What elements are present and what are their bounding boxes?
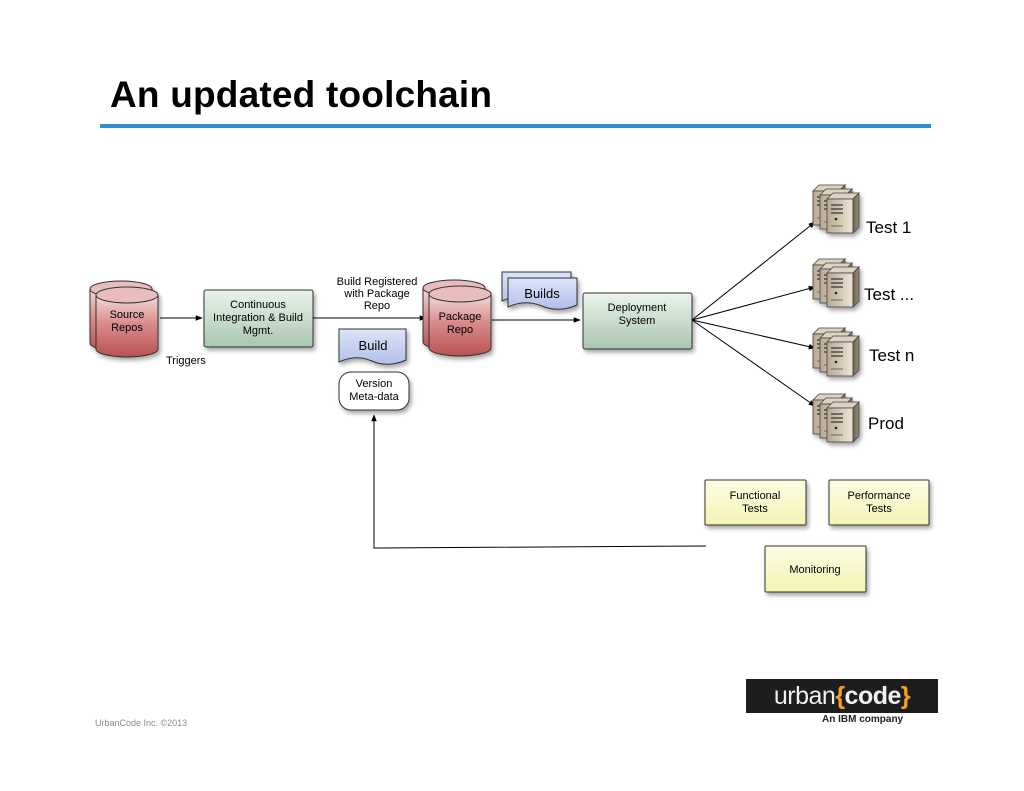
logo-word-code: code <box>844 681 902 710</box>
source-repos-label-1: Source <box>110 309 145 321</box>
logo-tagline: An IBM company <box>822 714 904 725</box>
title-rule <box>100 124 931 128</box>
ci-build-label-2: Integration & Build <box>213 312 303 324</box>
build-document <box>338 328 407 365</box>
logo-brace-open: { <box>835 681 845 710</box>
edge-deploy-to-prod <box>691 319 816 407</box>
package-repo-label-1: Package <box>439 311 482 323</box>
logo-word-urban: urban <box>773 681 836 710</box>
slide-title: An updated toolchain <box>110 74 493 115</box>
edge-feedback-to-metadata <box>371 414 707 549</box>
env-test-more-label: Test ... <box>864 285 914 304</box>
deployment-label-1: Deployment <box>608 302 667 314</box>
functional-tests-label-2: Tests <box>742 503 768 515</box>
monitoring-node <box>764 545 867 593</box>
server-stack-test-more-icon <box>813 259 859 307</box>
edge-deploy-to-testn <box>691 319 816 350</box>
urbancode-logo: urban{code} <box>746 679 938 713</box>
version-metadata-label-1: Version <box>356 378 393 390</box>
edge-triggers-label: Triggers <box>166 355 206 367</box>
edge-deploy-to-test-more <box>691 285 816 321</box>
builds-document <box>501 271 578 310</box>
server-stack-test1-icon <box>813 185 859 233</box>
server-stack-prod-icon <box>813 394 859 442</box>
build-document-label: Build <box>359 338 388 353</box>
functional-tests-label-1: Functional <box>730 490 781 502</box>
server-stack-testn-icon <box>813 328 859 376</box>
deployment-node <box>582 292 693 350</box>
package-repo-label-2: Repo <box>447 324 473 336</box>
ci-build-label-3: Mgmt. <box>243 325 274 337</box>
monitoring-label: Monitoring <box>789 564 840 576</box>
env-test1-label: Test 1 <box>866 218 911 237</box>
edge-deploy-to-test1 <box>691 221 816 321</box>
version-metadata-label-2: Meta-data <box>349 391 399 403</box>
logo-brace-close: } <box>900 681 911 710</box>
slide-footer: UrbanCode Inc. ©2013 <box>95 718 188 728</box>
edge-build-registered-3: Repo <box>364 300 390 312</box>
performance-tests-label-2: Tests <box>866 503 892 515</box>
edge-build-registered-2: with Package <box>343 288 409 300</box>
edge-build-registered-1: Build Registered <box>337 276 418 288</box>
ci-build-label-1: Continuous <box>230 299 286 311</box>
deployment-label-2: System <box>619 315 656 327</box>
source-repos-label-2: Repos <box>111 322 143 334</box>
performance-tests-node <box>828 479 930 526</box>
functional-tests-node <box>704 479 807 526</box>
builds-document-label: Builds <box>524 286 560 301</box>
env-testn-label: Test n <box>869 346 914 365</box>
performance-tests-label-1: Performance <box>848 490 911 502</box>
env-prod-label: Prod <box>868 414 904 433</box>
version-metadata-node <box>338 371 410 411</box>
